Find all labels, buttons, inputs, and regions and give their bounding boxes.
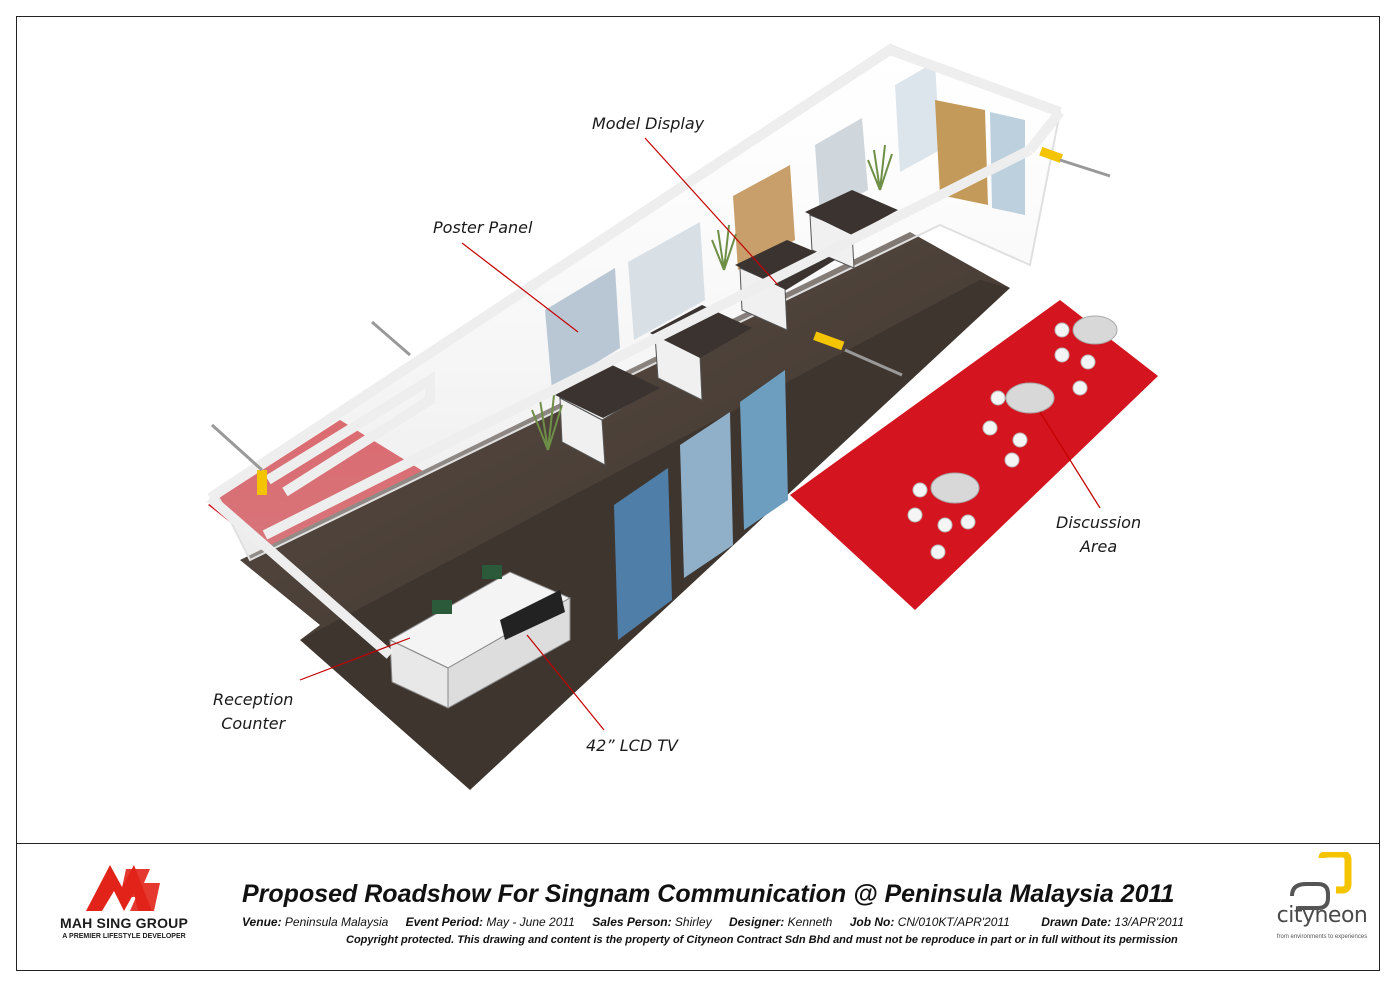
job-no-value: CN/010KT/APR'2011 bbox=[897, 915, 1010, 929]
title-block-divider bbox=[16, 843, 1380, 844]
callout-reception-line1: Reception bbox=[213, 690, 294, 709]
client-tagline: A PREMIER LIFESTYLE DEVELOPER bbox=[62, 933, 186, 940]
drawing-title: Proposed Roadshow For Singnam Communicat… bbox=[242, 880, 1175, 908]
drawing-frame bbox=[16, 16, 1380, 971]
callout-discussion-line2: Area bbox=[1079, 537, 1118, 556]
client-name: MAH SING GROUP bbox=[59, 915, 189, 931]
sales-person-value: Shirley bbox=[674, 915, 712, 929]
designer-value: Kenneth bbox=[787, 915, 833, 929]
reception-counter bbox=[388, 565, 572, 709]
callout-poster-panel: Poster Panel bbox=[433, 218, 533, 237]
job-no-label: Job No: bbox=[849, 915, 895, 929]
venue-value: Peninsula Malaysia bbox=[284, 915, 389, 929]
drawing-info-row: Venue: Peninsula Malaysia Event Period: … bbox=[242, 915, 1184, 929]
designer-label: Designer: bbox=[728, 915, 785, 929]
discussion-tables bbox=[930, 315, 1118, 504]
callout-reception-counter: Reception Counter bbox=[213, 688, 293, 736]
drawn-date-label: Drawn Date: bbox=[1041, 915, 1112, 929]
front-posters bbox=[614, 370, 788, 640]
callout-lcd-tv: 42” LCD TV bbox=[586, 736, 678, 755]
cityneon-logo-icon bbox=[1290, 852, 1352, 910]
drawn-date-value: 13/APR'2011 bbox=[1114, 915, 1184, 929]
red-carpet-discussion bbox=[790, 300, 1158, 610]
counter-tops bbox=[555, 190, 898, 418]
spotlights bbox=[210, 146, 1111, 495]
callout-discussion-line1: Discussion bbox=[1056, 513, 1142, 532]
vendor-tagline: from environments to experiences bbox=[1276, 934, 1368, 940]
event-period-value: May - June 2011 bbox=[486, 915, 575, 929]
callout-reception-line2: Counter bbox=[221, 714, 286, 733]
callout-model-display: Model Display bbox=[592, 114, 705, 133]
callout-discussion-area: Discussion Area bbox=[1056, 511, 1141, 559]
mah-sing-logo-icon bbox=[86, 865, 160, 911]
roof-truss bbox=[206, 44, 1064, 659]
event-period-label: Event Period: bbox=[405, 915, 483, 929]
vendor-name: cityneon bbox=[1276, 903, 1368, 928]
plants bbox=[531, 144, 893, 451]
leader-lines bbox=[299, 137, 1101, 731]
discussion-chairs bbox=[907, 322, 1096, 560]
venue-label: Venue: bbox=[242, 915, 282, 929]
copyright-notice: Copyright protected. This drawing and co… bbox=[346, 934, 1178, 946]
booth-rendering bbox=[206, 43, 1158, 790]
sales-person-label: Sales Person: bbox=[592, 915, 672, 929]
